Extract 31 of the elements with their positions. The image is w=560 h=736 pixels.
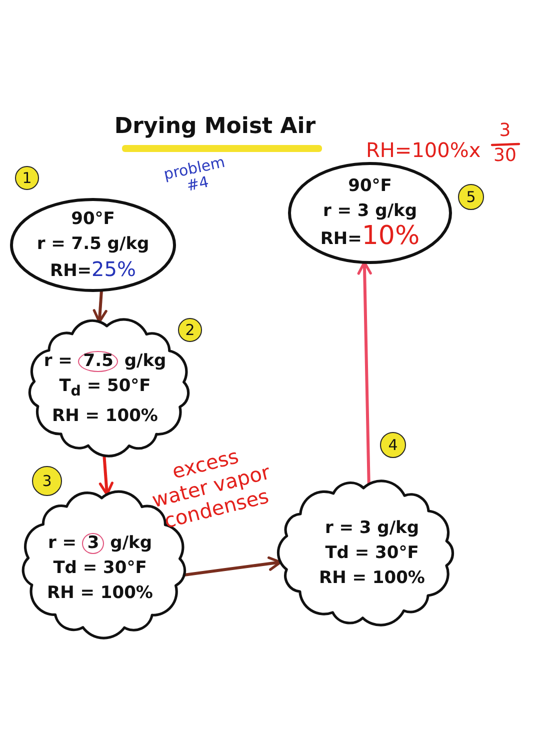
state-ellipse [288, 162, 452, 264]
diagram-title: Drying Moist Air [113, 114, 317, 139]
step-number: 1 [15, 166, 39, 190]
arrow [98, 456, 114, 496]
measurement-text: RH = 100% [52, 405, 158, 428]
measurement-text: r = 7.5 g/kg [44, 350, 166, 374]
step-number: 5 [458, 184, 484, 210]
measurement-text: RH = 100% [319, 566, 425, 590]
measurement-text: RH = 100% [47, 582, 153, 604]
state-ellipse [10, 198, 176, 292]
note-text: problem #4 [161, 152, 228, 197]
measurement-text: r = 7.5 g/kg [36, 232, 150, 256]
measurement-text: Td = 30°F [325, 542, 419, 564]
measurement-text: r = 3 g/kg [322, 200, 418, 223]
step-number: 3 [32, 466, 62, 496]
step-number: 2 [178, 318, 202, 342]
measurement-text: RH=25% [50, 256, 136, 282]
arrow [184, 556, 282, 576]
formula-text: RH=100%x [366, 138, 481, 162]
measurement-text: Td = 30°F [53, 556, 147, 580]
step-number: 4 [380, 432, 406, 458]
measurement-text: T$_{d}$ = 50°F [59, 374, 151, 402]
measurement-text: r = 3 g/kg [48, 532, 152, 556]
measurement-text: RH=10% [320, 224, 420, 252]
measurement-text: r = 3 g/kg [324, 516, 420, 540]
measurement-text: 90°F [348, 175, 392, 198]
arrow [357, 261, 372, 484]
measurement-text: 90°F [71, 208, 115, 230]
fraction-numerator: 3 [498, 121, 512, 141]
arrow [92, 290, 108, 324]
fraction-denominator: 30 [492, 146, 518, 166]
